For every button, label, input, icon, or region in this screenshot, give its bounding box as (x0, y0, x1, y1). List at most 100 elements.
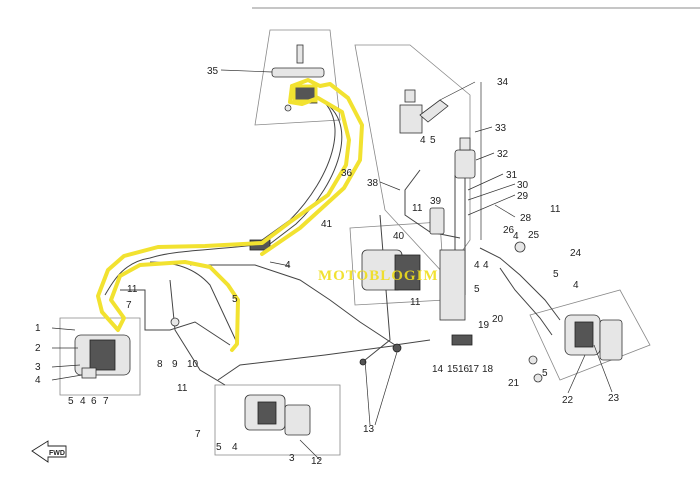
fitting-13-b (359, 358, 367, 366)
leader-13-a (364, 359, 371, 426)
label-2: 2 (35, 343, 41, 354)
leader-12 (299, 439, 321, 461)
label-11-c: 11 (412, 203, 423, 214)
leader-27 (494, 204, 516, 218)
fitting-9 (170, 317, 180, 327)
leader-29 (467, 183, 516, 201)
leader-28 (467, 194, 516, 216)
label-35: 36 (341, 168, 353, 179)
leader-34 (220, 69, 273, 73)
frame-right-caliper (529, 289, 651, 381)
label-17: 17 (468, 364, 480, 375)
label-11-b: 11 (177, 383, 188, 394)
watermark-text: MOTOBLOGIM (318, 268, 439, 284)
fitting-25 (514, 241, 526, 253)
master-cylinder-body (399, 104, 423, 134)
label-37: 39 (430, 196, 442, 207)
leader-4 (51, 374, 83, 381)
label-4-f: 4 (474, 260, 480, 271)
frame-left-rear-caliper (214, 384, 341, 456)
leader-36 (379, 181, 401, 191)
caliper-right-piston (574, 321, 594, 348)
label-9: 9 (172, 359, 178, 370)
label-16: 16 (458, 364, 470, 375)
label-6: 6 (91, 396, 97, 407)
frame-pedal-group (254, 29, 341, 126)
label-4-left: 4 (35, 375, 41, 386)
brake-pedal-34 (271, 67, 325, 78)
caliper-left-rear-piston (257, 401, 277, 425)
label-28: 29 (517, 191, 529, 202)
label-22: 22 (562, 395, 574, 406)
leader-32 (474, 126, 493, 133)
brake-line-rear-left (169, 279, 226, 386)
label-11-a: 11 (127, 284, 138, 295)
leader-13-b (374, 351, 398, 426)
brake-line-front (120, 289, 231, 346)
fwd-arrow-icon: FWD (31, 440, 67, 463)
label-5-left: 5 (68, 396, 74, 407)
label-4-h: 4 (420, 135, 426, 146)
junction-block (451, 334, 473, 346)
brake-pad-left-rear (284, 404, 311, 436)
label-20: 20 (492, 314, 504, 325)
label-4-d: 4 (573, 280, 579, 291)
label-7-b: 7 (126, 300, 132, 311)
label-11-d: 11 (550, 204, 561, 215)
highlighted-brake-hose-35-upper (260, 78, 364, 256)
label-15: 15 (447, 364, 459, 375)
caliper-mid-body (394, 254, 421, 291)
label-4-c: 4 (232, 442, 238, 453)
caliper-pad-left (81, 367, 97, 379)
label-4-e: 4 (513, 231, 519, 242)
fitting-13-a (392, 343, 402, 353)
pedal-bolt (296, 44, 304, 64)
reservoir-31 (454, 149, 476, 179)
label-10: 10 (187, 359, 199, 370)
label-3-left: 3 (35, 362, 41, 373)
label-21: 21 (508, 378, 520, 389)
label-12: 12 (311, 456, 323, 467)
caliper-left-front-piston (89, 339, 116, 371)
leader-23 (593, 344, 613, 393)
master-cylinder-lever (419, 99, 449, 123)
label-25: 25 (528, 230, 540, 241)
label-18: 18 (482, 364, 494, 375)
label-41: 5 (232, 294, 238, 305)
label-23: 23 (608, 393, 620, 404)
brake-line-right-b (499, 267, 553, 336)
brake-line-35 (104, 89, 336, 296)
fitting-21-b (533, 373, 543, 383)
brake-line-rear (217, 344, 401, 381)
mounting-bracket-14 (439, 249, 466, 321)
label-5-f: 5 (430, 135, 436, 146)
frame-master-cylinder-group (354, 44, 471, 276)
master-cylinder-cap (404, 89, 416, 103)
leader-1 (51, 327, 76, 331)
brake-line-right (479, 247, 561, 321)
highlighted-brake-hose-35 (96, 84, 351, 352)
label-5-e: 5 (474, 284, 480, 295)
label-5-d: 5 (553, 269, 559, 280)
label-14: 14 (432, 364, 444, 375)
brake-pad-right (599, 319, 623, 361)
label-39: 41 (321, 219, 333, 230)
label-1: 1 (35, 323, 41, 334)
label-26: 26 (503, 225, 515, 236)
label-38: 40 (393, 231, 405, 242)
label-33: 34 (497, 77, 509, 88)
brake-line-41 (149, 261, 239, 346)
leader-22 (567, 354, 586, 394)
label-4-i: 11 (410, 297, 421, 308)
label-7-a: 7 (103, 396, 109, 407)
label-40: 4 (285, 260, 291, 271)
leader-31 (475, 152, 495, 161)
leader-33 (439, 81, 476, 101)
leader-30 (467, 173, 504, 191)
label-31: 32 (497, 149, 509, 160)
label-27: 28 (520, 213, 532, 224)
leader-3 (51, 364, 81, 368)
label-5-b: 5 (216, 442, 222, 453)
label-24: 24 (570, 248, 582, 259)
